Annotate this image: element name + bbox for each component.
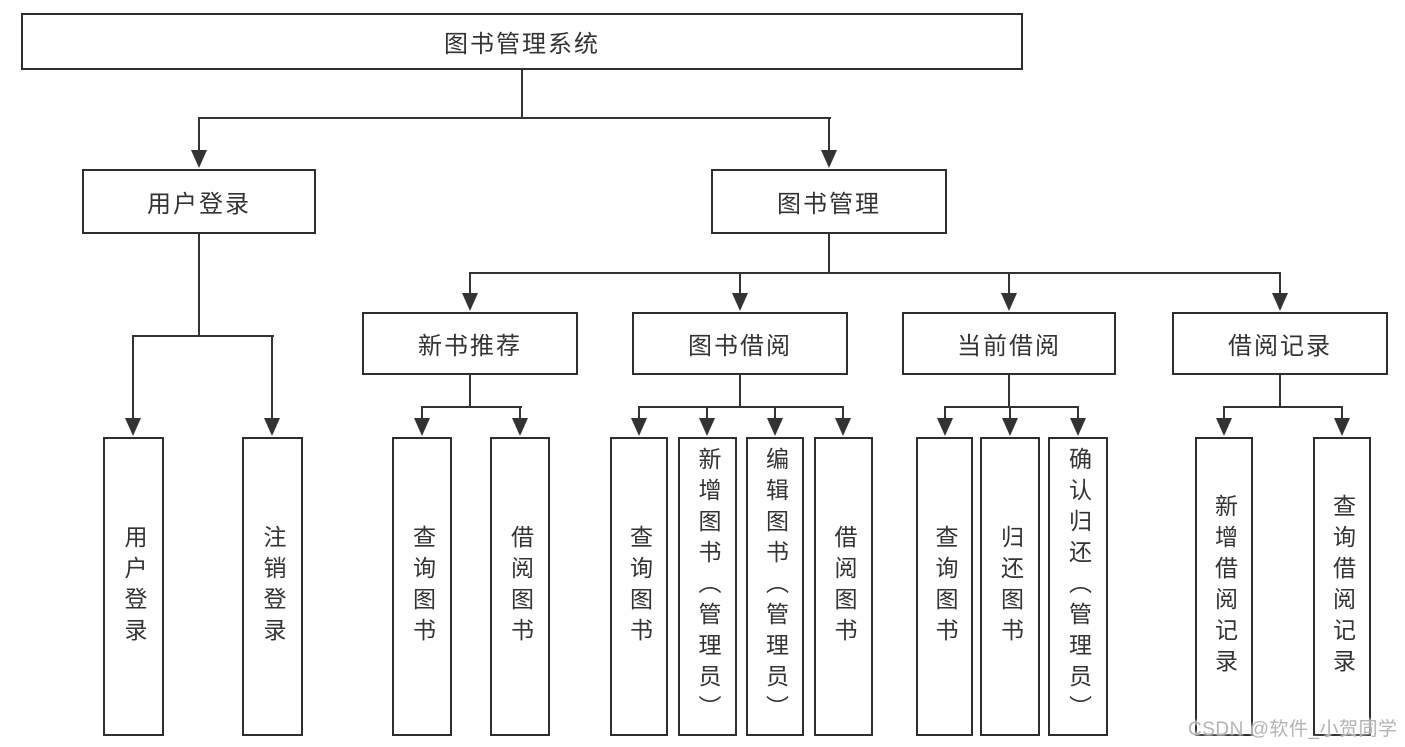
connector-g3-down <box>739 375 741 408</box>
node-br-query-record: 查询借阅记录 <box>1313 437 1371 736</box>
connector-g3c2-stem <box>706 406 708 420</box>
connector-user-login-stem <box>198 117 200 152</box>
connector-borrow-records-stem <box>1279 272 1281 295</box>
node-nbr-borrow-books: 借阅图书 <box>490 437 550 736</box>
connector-login-child-stem <box>132 335 134 420</box>
node-user-login: 用户登录 <box>82 169 316 234</box>
arrowhead-g5c1 <box>1216 418 1232 436</box>
connector-level2-rail <box>198 117 831 119</box>
connector-g4-rail <box>944 406 1079 408</box>
node-login-label: 用户登录 <box>121 524 147 649</box>
node-br-query-record-label: 查询借阅记录 <box>1329 493 1356 680</box>
arrowhead-g4c3 <box>1070 418 1086 436</box>
node-bb-query-books-label: 查询图书 <box>626 524 653 649</box>
node-book-mgmt-label: 图书管理 <box>777 191 881 218</box>
node-cb-query-books-label: 查询图书 <box>932 524 958 649</box>
node-bb-add-books-admin: 新增图书（管理员） <box>678 437 737 736</box>
connector-book-mgmt-down <box>828 234 830 274</box>
node-cb-confirm-return-admin: 确认归还（管理员） <box>1048 437 1108 736</box>
connector-root-stem <box>521 69 523 119</box>
connector-g3c3-stem <box>774 406 776 420</box>
connector-book-borrow-stem <box>739 272 741 295</box>
connector-g3-rail <box>638 406 844 408</box>
node-cb-query-books: 查询图书 <box>916 437 973 736</box>
node-root: 图书管理系统 <box>21 13 1023 70</box>
arrowhead-book-mgmt <box>821 150 837 168</box>
connector-g5-down <box>1279 375 1281 408</box>
arrowhead-g3c2 <box>699 418 715 436</box>
arrowhead-g3c1 <box>631 418 647 436</box>
arrowhead-book-borrow <box>732 293 748 311</box>
arrowhead-login-child <box>125 418 141 436</box>
node-new-book-rec: 新书推荐 <box>362 312 578 375</box>
node-nbr-borrow-books-label: 借阅图书 <box>507 524 534 649</box>
connector-book-mgmt-stem <box>828 117 830 152</box>
node-bb-edit-books-admin-label: 编辑图书（管理员） <box>762 447 789 726</box>
node-current-borrow-label: 当前借阅 <box>957 333 1061 360</box>
node-cb-return-books: 归还图书 <box>980 437 1040 736</box>
connector-g4c1-stem <box>944 406 946 420</box>
node-br-add-record-label: 新增借阅记录 <box>1211 493 1238 680</box>
node-bb-edit-books-admin: 编辑图书（管理员） <box>746 437 804 736</box>
connector-g2c2-stem <box>519 406 521 420</box>
node-bb-borrow-books-label: 借阅图书 <box>831 524 857 649</box>
connector-logout-child-stem <box>271 335 273 420</box>
node-cb-confirm-return-admin-label: 确认归还（管理员） <box>1065 447 1092 726</box>
arrowhead-g2c1 <box>414 418 430 436</box>
arrowhead-user-login <box>191 150 207 168</box>
connector-new-book-stem <box>469 272 471 295</box>
arrowhead-g4c1 <box>937 418 953 436</box>
connector-g4-down <box>1008 375 1010 408</box>
node-new-book-rec-label: 新书推荐 <box>418 333 522 360</box>
arrowhead-current-borrow <box>1001 293 1017 311</box>
connector-g2-down <box>469 375 471 408</box>
node-bb-borrow-books: 借阅图书 <box>814 437 873 736</box>
arrowhead-borrow-records <box>1272 293 1288 311</box>
node-book-borrow: 图书借阅 <box>632 312 848 375</box>
connector-g4c3-stem <box>1077 406 1079 420</box>
connector-g3c1-stem <box>638 406 640 420</box>
node-borrow-records: 借阅记录 <box>1172 312 1388 375</box>
node-root-label: 图书管理系统 <box>444 31 600 58</box>
arrowhead-g4c2 <box>1002 418 1018 436</box>
connector-g3c4-stem <box>842 406 844 420</box>
connector-g2c1-stem <box>421 406 423 420</box>
connector-g5c2-stem <box>1341 406 1343 420</box>
connector-g2-rail <box>421 406 522 408</box>
node-bb-add-books-admin-label: 新增图书（管理员） <box>695 447 721 726</box>
arrowhead-g2c2 <box>512 418 528 436</box>
node-bb-query-books: 查询图书 <box>610 437 668 736</box>
arrowhead-g3c3 <box>767 418 783 436</box>
arrowhead-g5c2 <box>1334 418 1350 436</box>
node-logout: 注销登录 <box>242 437 303 736</box>
node-login: 用户登录 <box>103 437 164 736</box>
node-book-mgmt: 图书管理 <box>711 169 947 234</box>
node-book-borrow-label: 图书借阅 <box>688 333 792 360</box>
node-logout-label: 注销登录 <box>260 524 286 649</box>
node-br-add-record: 新增借阅记录 <box>1195 437 1253 736</box>
node-borrow-records-label: 借阅记录 <box>1228 333 1332 360</box>
watermark: CSDN @软件_小贺同学 <box>1188 719 1398 740</box>
connector-g5c1-stem <box>1223 406 1225 420</box>
arrowhead-g3c4 <box>835 418 851 436</box>
arrowhead-logout-child <box>264 418 280 436</box>
node-nbr-query-books: 查询图书 <box>392 437 452 736</box>
connector-g5-rail <box>1223 406 1343 408</box>
connector-user-login-rail <box>132 335 274 337</box>
connector-current-borrow-stem <box>1008 272 1010 295</box>
node-current-borrow: 当前借阅 <box>902 312 1116 375</box>
node-cb-return-books-label: 归还图书 <box>997 524 1024 649</box>
arrowhead-new-book <box>462 293 478 311</box>
connector-user-login-down <box>198 234 200 337</box>
connector-g4c2-stem <box>1009 406 1011 420</box>
connector-level3-rail <box>469 272 1281 274</box>
node-user-login-label: 用户登录 <box>147 191 251 218</box>
node-nbr-query-books-label: 查询图书 <box>409 524 436 649</box>
